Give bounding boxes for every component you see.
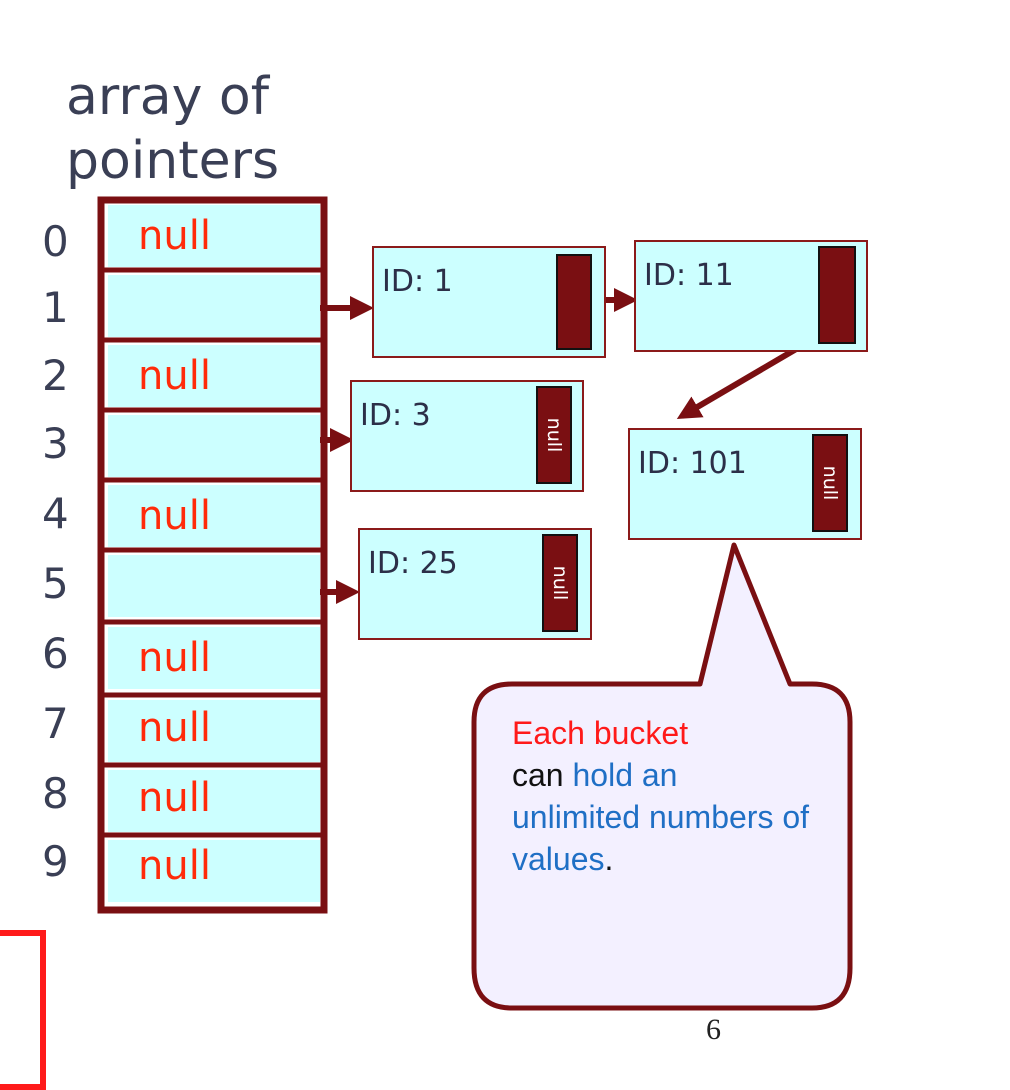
index-4: 4 [42,489,69,538]
index-3: 3 [42,419,69,468]
slot-7-value: null [138,705,211,751]
callout-text-period: . [604,841,614,877]
page-number: 6 [706,1013,721,1046]
array-slot-2 [108,345,320,407]
array-slot-1 [108,275,320,337]
array-slot-8 [108,770,320,832]
slot-4-value: null [138,493,211,539]
array-title-line1: array of [66,67,269,127]
index-7: 7 [42,699,69,748]
node-id-11-label: ID: 11 [644,258,734,293]
node-id-3-null-text: null [543,417,565,453]
node-id-1-next-pointer [556,254,592,350]
callout-text: Each bucket can hold an unlimited numbers… [512,712,812,880]
node-id-101-null-text: null [819,465,841,501]
red-frame-fragment [0,930,46,1090]
slot-6-value: null [138,635,211,681]
slot-0-value: null [138,213,211,259]
callout-text-can: can [512,757,564,793]
array-title-line2: pointers [66,131,280,191]
array-slot-7 [108,700,320,762]
callout-text-description: hold an unlimited numbers of values [512,757,810,877]
array-slot-9 [108,840,320,902]
array-row-separators [101,267,324,838]
index-2: 2 [42,351,69,400]
index-6: 6 [42,629,69,678]
node-id-101-null-pointer [812,434,848,532]
slot-8-value: null [138,775,211,821]
node-id-25-label: ID: 25 [368,546,458,581]
callout-bubble [471,542,853,1011]
index-1: 1 [42,283,69,332]
array-frame [97,196,328,914]
node-id-25-null-text: null [549,565,571,601]
slot-9-value: null [138,843,211,889]
array-slot-3 [108,415,320,477]
index-0: 0 [42,217,69,266]
array-slot-0 [108,205,320,267]
node-id-11-next-pointer [818,246,856,344]
node-id-25-null-pointer [542,534,578,632]
node-id-3-null-pointer [536,386,572,484]
array-slot-4 [108,485,320,547]
array-slot-5 [108,555,320,617]
diagram-canvas [97,196,853,1011]
slot-2-value: null [138,353,211,399]
node-id-3-label: ID: 3 [360,398,431,433]
index-9: 9 [42,837,69,886]
index-5: 5 [42,559,69,608]
index-8: 8 [42,769,69,818]
node-id-1-label: ID: 1 [382,264,453,299]
array-slot-6 [108,627,320,689]
callout-text-each-bucket: Each bucket [512,715,689,751]
node-id-101-label: ID: 101 [638,446,747,481]
